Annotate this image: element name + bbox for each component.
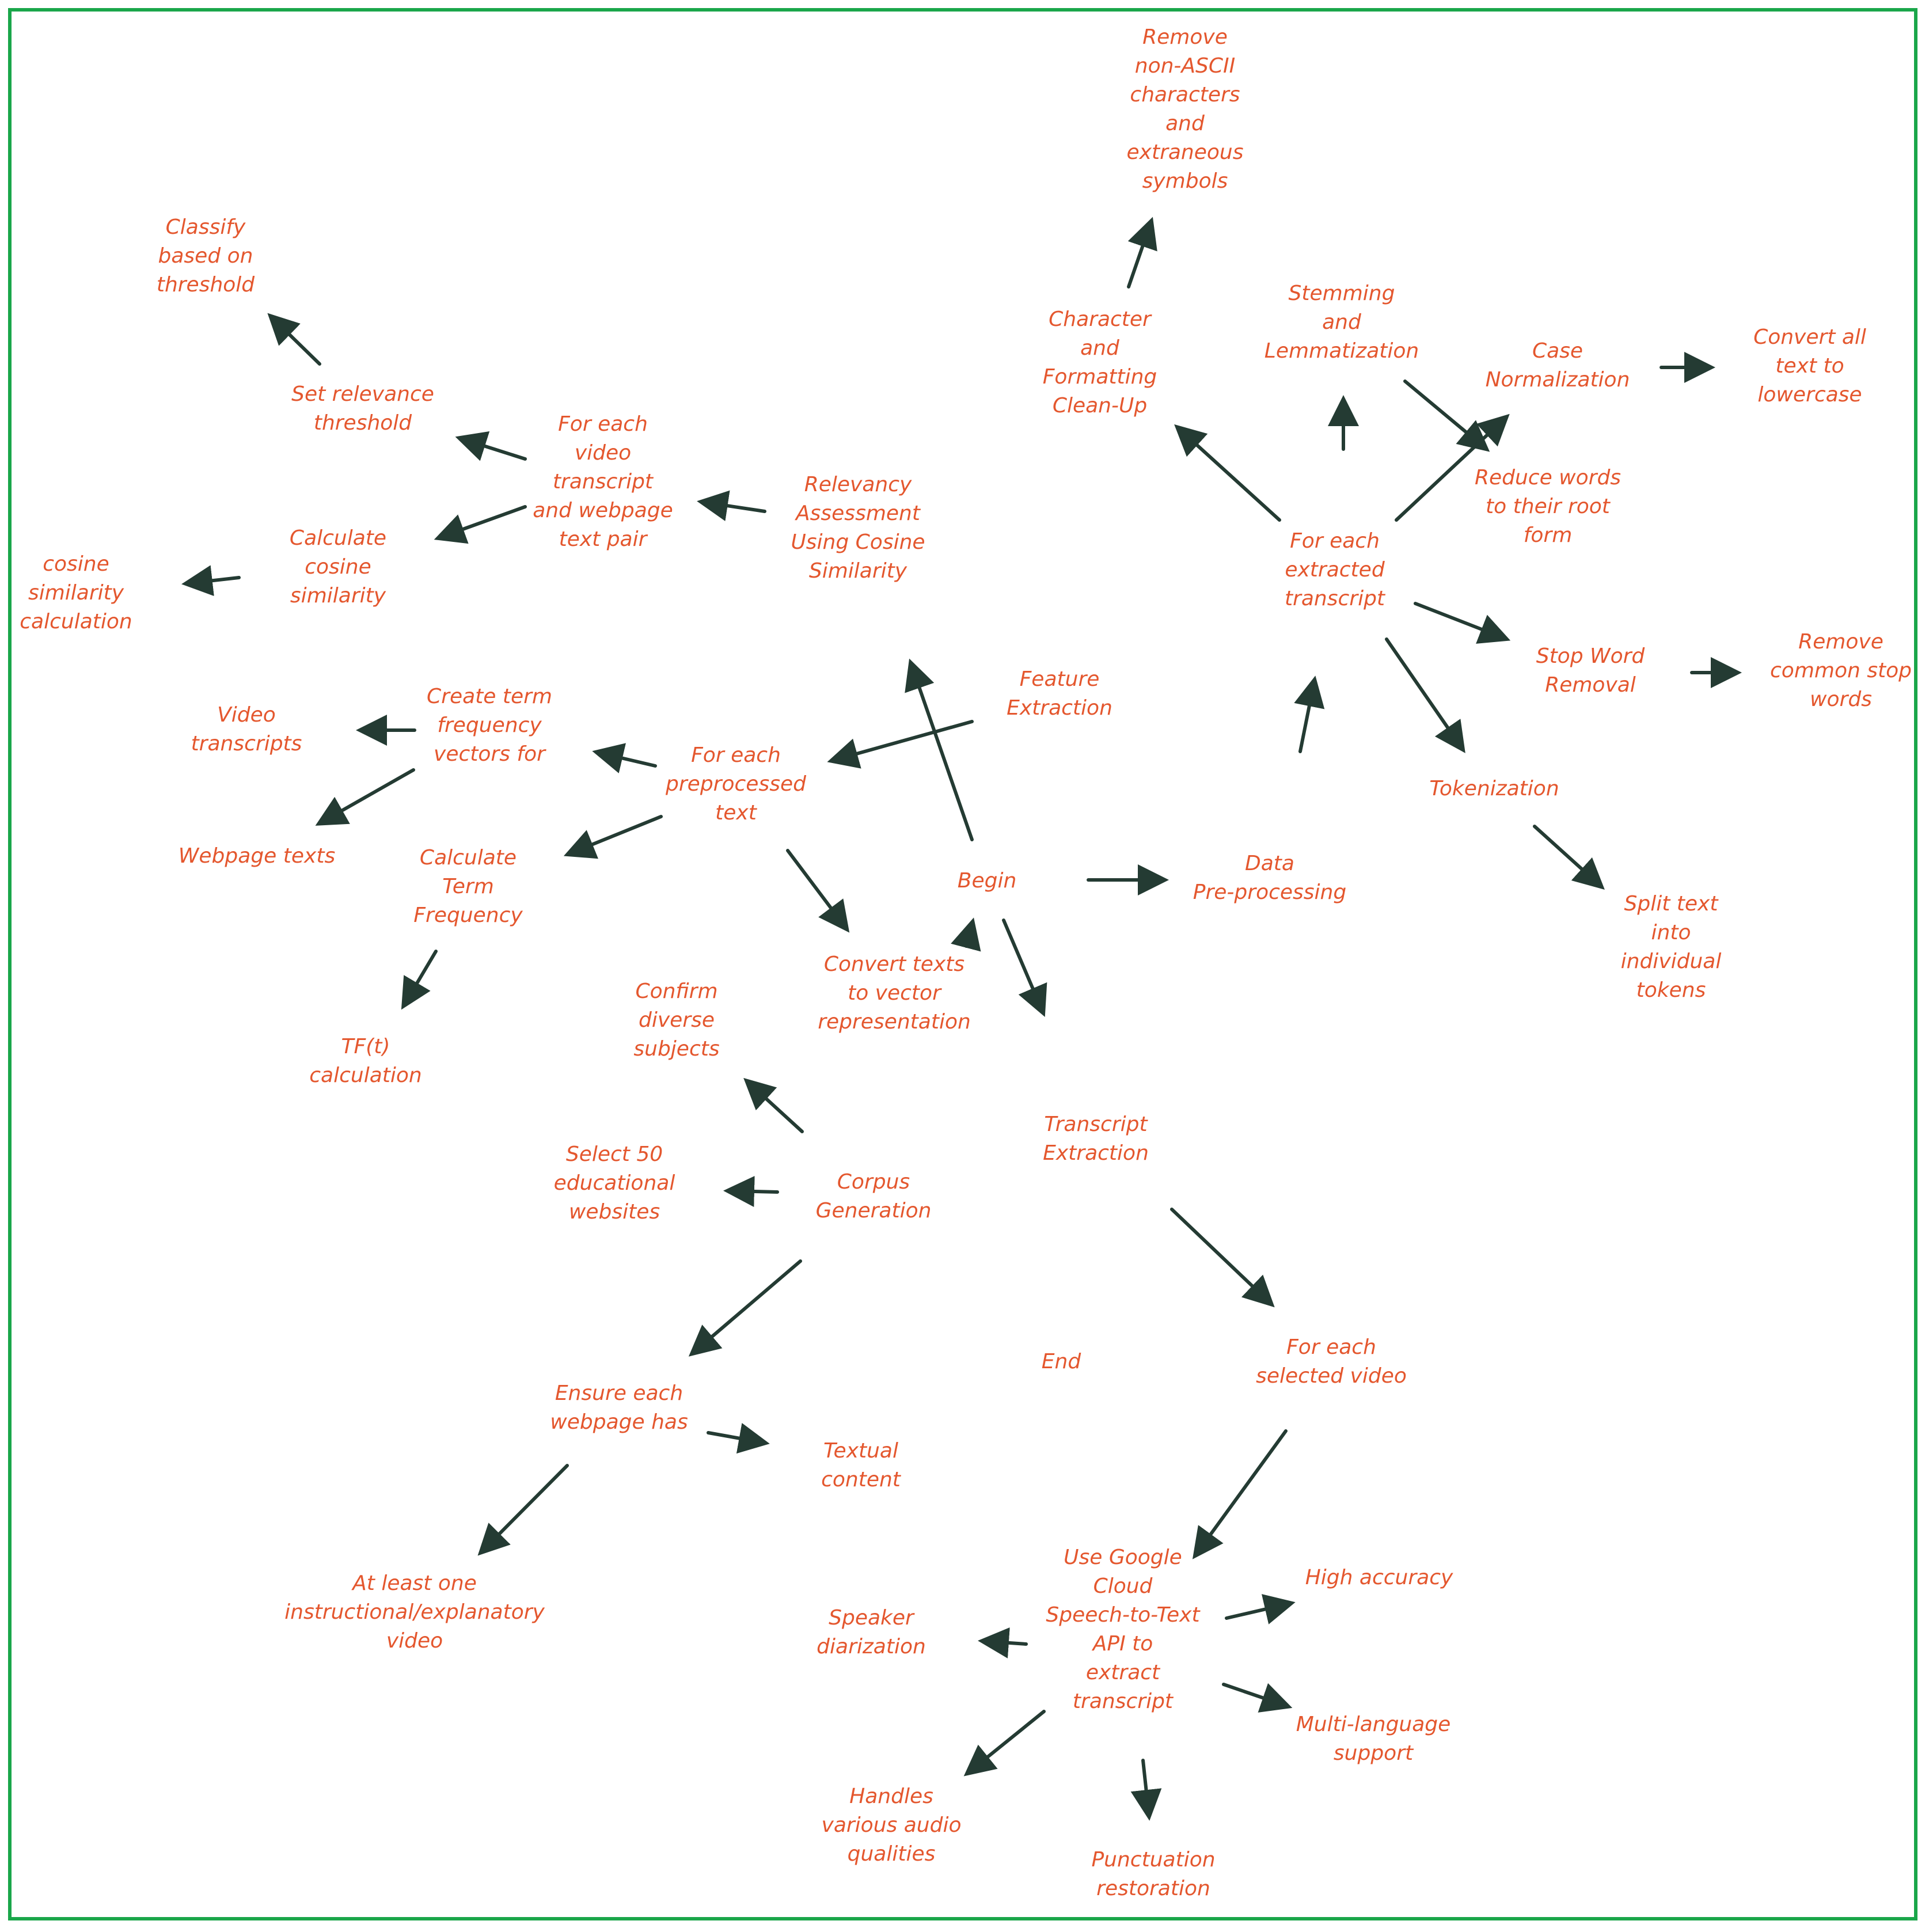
node-char-formatting-cleanup: Character and Formatting Clean-Up (1042, 308, 1157, 417)
arrow-14 (827, 720, 974, 769)
node-remove-common-stop: Remove common stop words (1770, 630, 1912, 711)
arrow-28 (743, 1077, 804, 1133)
arrow-37 (1222, 1683, 1293, 1713)
arrow-26 (1002, 918, 1047, 1018)
arrow-11 (181, 565, 241, 597)
node-begin: Begin (957, 869, 1017, 893)
node-handles-audio: Handles various audio qualities (821, 1785, 962, 1866)
node-reduce-root-form: Reduce words to their root form (1474, 466, 1622, 547)
node-for-each-preprocessed: For each preprocessed text (666, 743, 806, 825)
node-use-google-cloud: Use Google Cloud Speech-to-Text API to e… (1046, 1546, 1200, 1713)
arrow-39 (1130, 1759, 1162, 1821)
arrow-21 (1533, 825, 1605, 890)
node-confirm-diverse: Confirm diverse subjects (633, 980, 720, 1061)
node-end: End (1041, 1350, 1081, 1373)
node-corpus-generation: Corpus Generation (815, 1170, 932, 1223)
arrow-18 (563, 815, 663, 859)
arrow-31 (1170, 1208, 1275, 1308)
arrow-15 (592, 743, 657, 773)
node-tokenization: Tokenization (1429, 777, 1559, 800)
node-stop-word-removal: Stop Word Removal (1536, 644, 1645, 697)
node-convert-vector: Convert texts to vector representation (818, 952, 971, 1034)
node-relevancy-assessment: Relevancy Assessment Using Cosine Simila… (791, 473, 925, 583)
node-set-relevance-threshold: Set relevance threshold (291, 382, 434, 435)
node-calculate-tf: Calculate Term Frequency (413, 846, 523, 927)
node-video-transcripts: Video transcripts (191, 703, 302, 756)
arrow-9 (434, 505, 527, 544)
arrow-6 (1395, 413, 1510, 522)
arrow-24 (905, 658, 974, 841)
node-feature-extraction: Feature Extraction (1007, 667, 1112, 720)
arrow-25 (951, 917, 981, 952)
node-split-tokens: Split text into individual tokens (1620, 892, 1722, 1002)
node-multi-language: Multi-language support (1296, 1713, 1451, 1765)
node-transcript-extraction: Transcript Extraction (1043, 1113, 1149, 1165)
node-punctuation-restoration: Punctuation restoration (1091, 1848, 1216, 1900)
node-cosine-similarity-calc: cosine similarity calculation (20, 552, 132, 633)
arrow-35 (1225, 1594, 1296, 1624)
arrow-10 (697, 490, 766, 521)
node-tf-calculation: TF(t) calculation (309, 1035, 422, 1087)
node-calculate-cosine: Calculate cosine similarity (289, 526, 387, 608)
arrow-1 (1127, 217, 1157, 289)
node-webpage-texts: Webpage texts (178, 844, 336, 868)
node-create-tf-vectors: Create term frequency vectors for (427, 685, 552, 766)
arrow-12 (1414, 602, 1511, 644)
node-remove-non-ascii: Remove non-ASCII characters and extraneo… (1126, 25, 1244, 193)
arrow-8 (455, 431, 527, 461)
node-for-each-video-pair: For each video transcript and webpage te… (533, 412, 673, 551)
arrow-34 (1192, 1429, 1288, 1559)
node-high-accuracy: High accuracy (1305, 1566, 1453, 1589)
node-stemming-lemmatization: Stemming and Lemmatization (1264, 282, 1419, 363)
node-for-each-selected-video: For each selected video (1256, 1335, 1407, 1388)
node-data-preprocessing: Data Pre-processing (1193, 852, 1347, 904)
arrow-29 (723, 1176, 779, 1208)
arrow-27 (401, 950, 438, 1010)
arrow-38 (963, 1710, 1046, 1777)
node-select-50: Select 50 educational websites (553, 1143, 675, 1224)
arrow-32 (707, 1423, 770, 1454)
arrow-2 (267, 313, 321, 366)
node-convert-lowercase: Convert all text to lowercase (1753, 325, 1866, 407)
node-for-each-extracted-transcript: For each extracted transcript (1284, 529, 1385, 610)
node-speaker-diarization: Speaker diarization (817, 1606, 926, 1658)
node-ensure-webpage: Ensure each webpage has (550, 1381, 688, 1434)
arrow-4 (1174, 424, 1281, 522)
arrow-20 (1385, 637, 1465, 753)
node-at-least-one-video: At least one instructional/explanatory v… (284, 1572, 545, 1653)
arrow-17 (315, 768, 415, 826)
arrow-36 (978, 1627, 1028, 1658)
arrow-33 (477, 1464, 569, 1556)
arrow-5 (1403, 379, 1490, 452)
node-textual-content: Textual content (821, 1439, 901, 1491)
node-case-normalization: Case Normalization (1485, 339, 1630, 392)
arrow-30 (688, 1259, 802, 1357)
arrow-23 (1294, 675, 1325, 753)
node-classify-threshold: Classify based on threshold (156, 215, 255, 297)
arrow-19 (786, 849, 850, 933)
diagram-frame (8, 8, 1917, 1920)
